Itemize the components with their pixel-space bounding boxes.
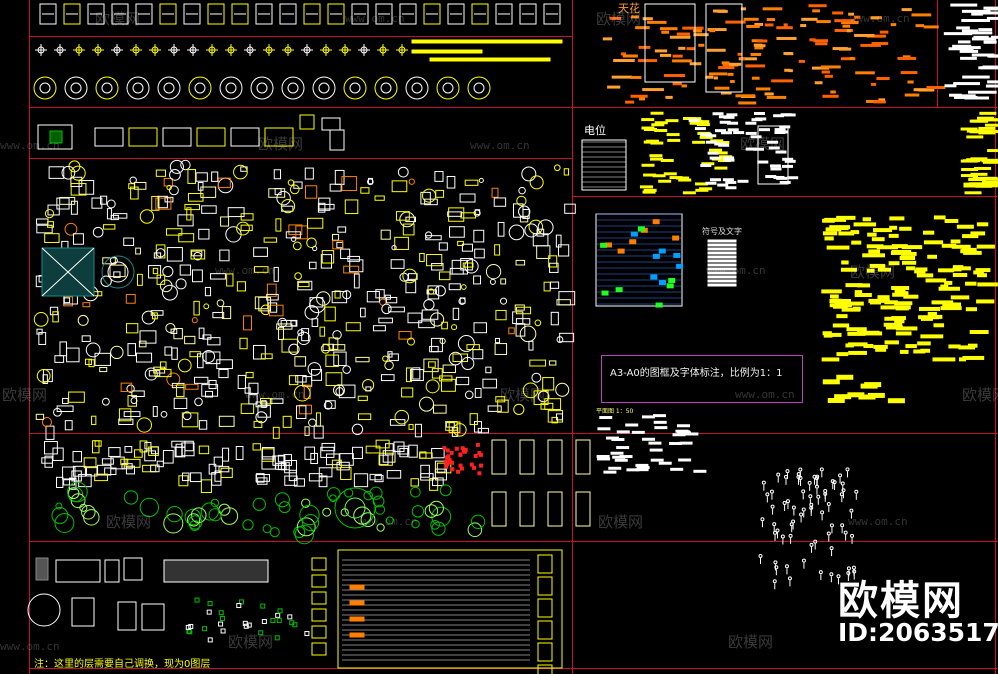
frame-line — [29, 0, 30, 674]
watermark-brand: 欧模网 — [258, 135, 304, 153]
watermark-url: www.om.cn — [850, 12, 910, 25]
layer-note: 注：这里的层需要自己调换，现为0图层 — [34, 659, 211, 670]
frame-line — [29, 433, 572, 434]
frame-line — [29, 107, 998, 108]
watermark-url: www.om.cn — [245, 388, 305, 401]
watermark-brand: 欧模网 — [106, 513, 152, 531]
frame-line — [29, 36, 572, 37]
frame-note-box: A3-A0的图框及字体标注，比例为1：1 — [601, 355, 803, 403]
watermark-url: www.om.cn — [735, 388, 795, 401]
model-id-text: ID:2063517 — [838, 618, 998, 647]
header-ceiling: 天花 — [618, 2, 640, 15]
watermark-url: www.om.cn — [215, 264, 275, 277]
header-symbols: 符号及文字 — [702, 227, 742, 236]
watermark-brand: 欧模网 — [500, 386, 546, 404]
frame-line — [572, 196, 998, 197]
watermark-brand: 欧模网 — [598, 513, 644, 531]
watermark-brand: 欧模网 — [596, 10, 642, 28]
watermark-url: www.om.cn — [848, 515, 908, 528]
watermark-brand: 欧模网 — [95, 10, 141, 28]
watermark-url: www.om.cn — [0, 139, 60, 152]
watermark-brand: 欧模网 — [740, 135, 786, 153]
header-electrical: 电位 — [584, 124, 606, 137]
frame-line — [29, 158, 572, 159]
frame-line — [995, 0, 996, 674]
frame-line — [29, 541, 998, 542]
watermark-brand: 欧模网 — [2, 386, 48, 404]
watermark-url: www.om.cn — [0, 640, 60, 653]
frame-line — [572, 433, 998, 434]
watermark-brand: 欧模网 — [962, 386, 998, 404]
watermark-url: www.om.cn — [345, 12, 405, 25]
watermark-brand: 欧模网 — [228, 633, 274, 651]
frame-line — [937, 0, 938, 107]
watermark-url: www.om.cn — [706, 264, 766, 277]
watermark-url: www.om.cn — [470, 139, 530, 152]
brand-logo-text: 欧模网 — [838, 578, 964, 624]
frame-line — [572, 0, 573, 674]
scale-note: 平面图 1：50 — [596, 408, 634, 415]
watermark-brand: 欧模网 — [728, 633, 774, 651]
watermark-brand: 欧模网 — [850, 263, 896, 281]
watermark-url: www.om.cn — [358, 515, 418, 528]
frame-note-text: A3-A0的图框及字体标注，比例为1：1 — [610, 368, 783, 379]
